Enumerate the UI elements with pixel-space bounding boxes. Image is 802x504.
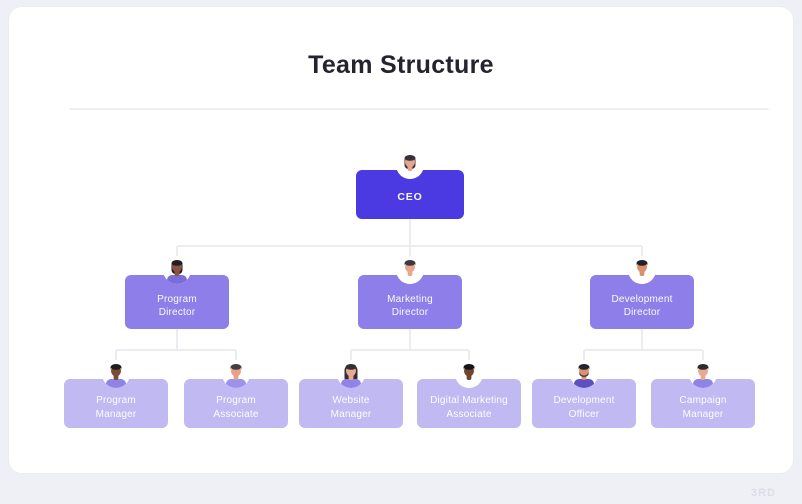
page-title: Team Structure <box>308 51 494 79</box>
person-avatar-icon <box>396 151 424 179</box>
watermark-logo: 3RD <box>750 487 776 499</box>
person-avatar-icon <box>628 256 656 284</box>
connector-line <box>351 349 469 351</box>
connector-line <box>584 349 703 351</box>
person-avatar-icon <box>163 256 191 284</box>
person-avatar-icon <box>337 360 365 388</box>
person-avatar-icon <box>396 256 424 284</box>
connector-line <box>176 329 178 350</box>
person-avatar-icon <box>689 360 717 388</box>
connector-line <box>409 329 411 350</box>
person-avatar-icon <box>570 360 598 388</box>
person-avatar-icon <box>102 360 130 388</box>
org-node-label: CEO <box>397 190 423 203</box>
person-avatar-icon <box>455 360 483 388</box>
title-divider <box>69 108 769 110</box>
person-avatar-icon <box>222 360 250 388</box>
connector-line <box>409 219 411 246</box>
connector-line <box>641 329 643 350</box>
org-node-ceo[interactable]: CEO <box>356 151 464 219</box>
connector-line <box>116 349 236 351</box>
